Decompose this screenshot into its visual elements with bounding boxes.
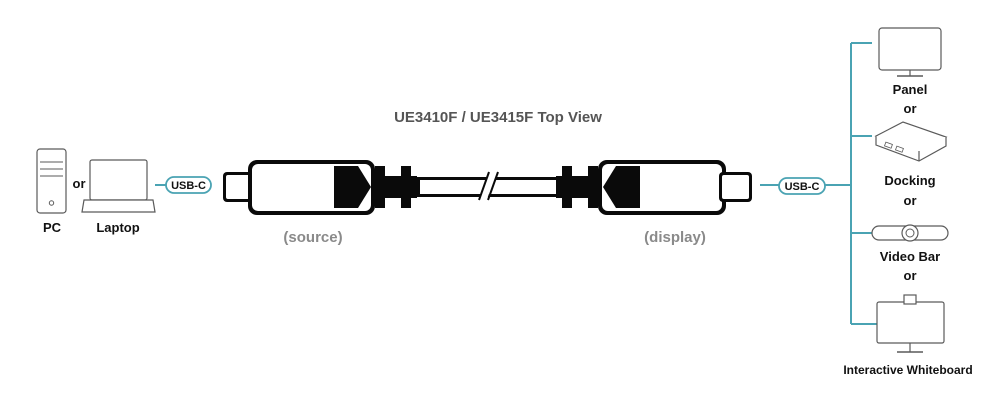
panel-label: Panel [893,82,928,97]
interactive-whiteboard-icon [876,294,945,353]
diagram-title: UE3410F / UE3415F Top View [394,109,602,126]
docking-label: Docking [884,173,935,188]
or-label-2: or [904,193,917,208]
left-usb-c-port: USB-C [165,176,212,194]
pc-label: PC [43,220,62,235]
video-bar-label: Video Bar [880,249,940,264]
panel-monitor-icon [878,27,942,77]
pc-tower-icon [36,148,67,214]
display-strain-relief [556,166,598,208]
left-usb-c-label: USB-C [171,180,206,192]
or-label: or [73,176,86,191]
display-connector-housing [598,160,726,215]
or-label-1: or [904,101,917,116]
source-connector-housing [248,160,375,215]
laptop-icon [81,159,156,213]
right-usb-c-label: USB-C [785,181,820,193]
right-usb-c-port: USB-C [778,177,826,195]
source-label: (source) [283,229,342,246]
video-bar-icon [871,224,949,242]
or-label-3: or [904,268,917,283]
interactive-whiteboard-label: Interactive Whiteboard [843,363,972,377]
laptop-label: Laptop [96,220,139,235]
display-label: (display) [644,229,706,246]
fiber-cable [417,171,560,201]
source-strain-relief [375,166,417,208]
distribution-tree [825,42,877,325]
docking-station-icon [874,121,948,162]
